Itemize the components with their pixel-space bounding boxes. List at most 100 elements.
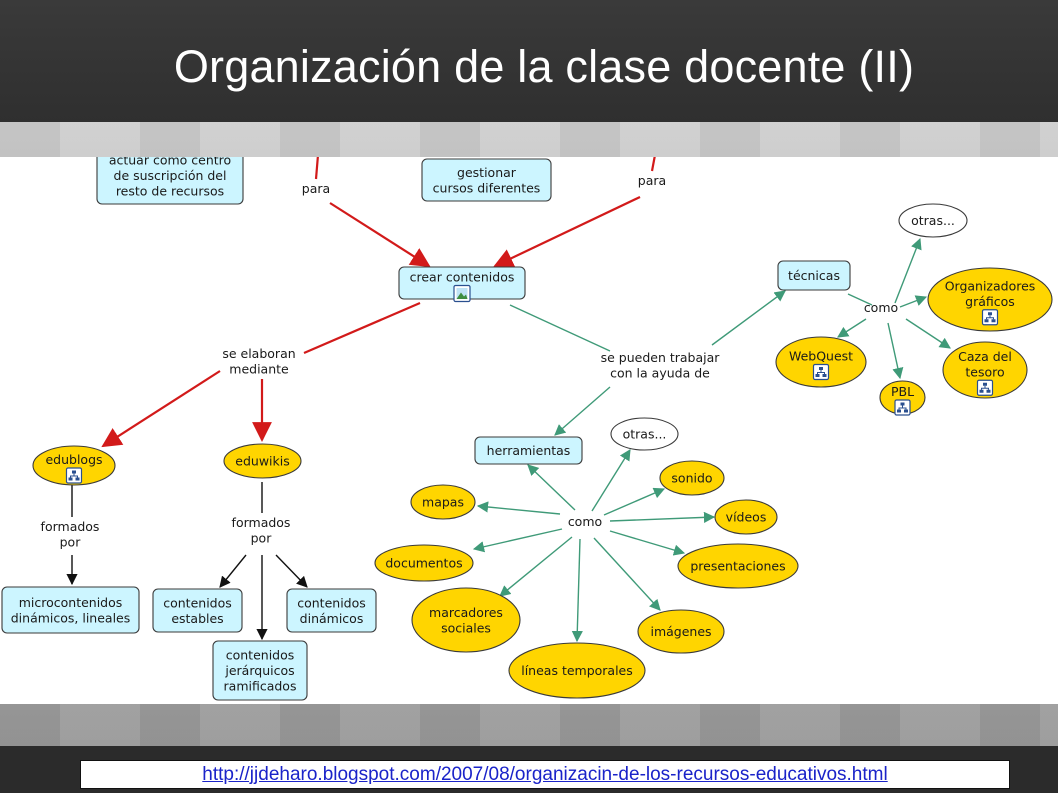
connector-line (894, 237, 922, 304)
node-label: mapas (422, 495, 464, 510)
link-phrase-formados2: por (251, 531, 273, 546)
connector-line (101, 370, 221, 448)
connector-line (837, 318, 867, 338)
node-label: WebQuest (789, 349, 853, 364)
connector-line (329, 202, 431, 268)
node-label: jerárquicos (224, 663, 294, 678)
node-label: presentaciones (690, 559, 785, 574)
node-label: marcadores (429, 605, 503, 620)
node-label: cursos diferentes (433, 180, 541, 195)
node-label: microcontenidos (19, 595, 123, 610)
node-label: crear contenidos (410, 270, 515, 285)
node-label: de suscripción del (114, 168, 227, 183)
node-label: ramificados (224, 679, 297, 694)
connector-line (847, 293, 873, 306)
connector-line (472, 528, 563, 553)
node-label: actuar como centro (109, 157, 231, 168)
node-herramientas[interactable]: herramientas (474, 436, 583, 465)
node-label: técnicas (788, 268, 840, 283)
link-phrase-para1: para (302, 181, 330, 196)
node-documentos[interactable]: documentos (374, 544, 474, 582)
link-phrase-como-herramientas: como (568, 514, 602, 529)
node-pbl[interactable]: PBL (879, 380, 926, 416)
node-label: contenidos (226, 648, 295, 663)
connector-line (303, 301, 421, 355)
node-webquest[interactable]: WebQuest (775, 336, 867, 388)
node-edublogs[interactable]: edublogs (32, 445, 116, 486)
node-videos[interactable]: vídeos (714, 499, 778, 535)
link-phrase-formados1: por (60, 535, 82, 550)
concept-map-icon[interactable] (981, 309, 999, 326)
node-otras1[interactable]: otras... (898, 203, 968, 238)
node-lineas[interactable]: líneas temporales (508, 642, 646, 699)
node-label: PBL (891, 384, 914, 399)
connector-line (314, 157, 319, 180)
node-label: otras... (623, 427, 667, 442)
node-label: sonido (671, 471, 712, 486)
link-phrase-trabajar: se pueden trabajar (601, 350, 721, 365)
connector-line (527, 464, 576, 511)
node-eduwikis[interactable]: eduwikis (223, 443, 302, 479)
connector-line (499, 536, 573, 597)
concept-map-icon[interactable] (976, 379, 994, 396)
link-phrase-elaboran: mediante (229, 362, 289, 377)
node-label: resto de recursos (116, 184, 224, 199)
connector-line (609, 530, 686, 556)
concept-map-icon[interactable] (894, 399, 911, 416)
node-label: otras... (911, 213, 955, 228)
link-phrase-formados2: formados (232, 515, 291, 530)
connector-line (476, 501, 561, 515)
connector-line (711, 290, 786, 346)
node-crear[interactable]: crear contenidos (398, 266, 526, 303)
concept-map-icon[interactable] (65, 467, 83, 484)
slide-footer: http://jjdeharo.blogspot.com/2007/08/org… (0, 746, 1058, 793)
node-mapas[interactable]: mapas (410, 484, 476, 520)
source-link[interactable]: http://jjdeharo.blogspot.com/2007/08/org… (202, 764, 888, 785)
node-label: documentos (385, 556, 462, 571)
connector-line (591, 449, 631, 512)
connector-line (887, 322, 904, 380)
connector-line (905, 318, 951, 349)
node-label: vídeos (726, 510, 767, 525)
node-tecnicas[interactable]: técnicas (777, 260, 851, 291)
connector-line (899, 295, 928, 308)
node-label: contenidos (297, 595, 366, 610)
node-label: dinámicos (300, 611, 364, 626)
source-link-box: http://jjdeharo.blogspot.com/2007/08/org… (80, 760, 1010, 789)
node-label: líneas temporales (521, 663, 633, 678)
slide-title: Organización de la clase docente (II) (173, 41, 915, 92)
concept-map-icon[interactable] (812, 363, 830, 381)
node-sonido[interactable]: sonido (659, 460, 725, 496)
image-resource-icon[interactable] (453, 284, 471, 303)
node-label: Caza del (958, 349, 1012, 364)
connector-line (275, 554, 308, 588)
node-label: estables (171, 611, 223, 626)
node-label: eduwikis (235, 454, 289, 469)
node-otras2[interactable]: otras... (610, 417, 679, 451)
link-phrase-elaboran: se elaboran (222, 346, 295, 361)
connector-line (219, 554, 247, 588)
node-label: contenidos (163, 595, 232, 610)
node-label: tesoro (965, 364, 1004, 379)
connector-line (650, 157, 656, 172)
node-label: gráficos (965, 294, 1015, 309)
node-label: Organizadores (945, 278, 1036, 293)
node-imagenes[interactable]: imágenes (637, 609, 725, 654)
connector-line (603, 487, 666, 516)
node-presentaciones[interactable]: presentaciones (677, 543, 799, 589)
connector-line (509, 304, 611, 352)
node-label: edublogs (45, 452, 102, 467)
link-phrase-trabajar: con la ayuda de (610, 366, 710, 381)
node-label: imágenes (650, 624, 711, 639)
